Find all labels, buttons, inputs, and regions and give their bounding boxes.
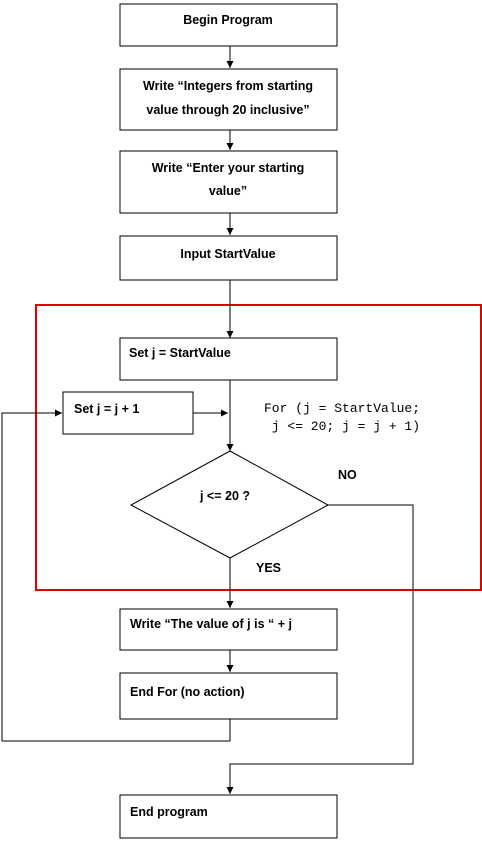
no-exit-path (226, 504, 414, 794)
write-title-label-1: Write “Integers from starting (143, 79, 313, 93)
condition-diamond (129, 450, 330, 559)
write-value-label: Write “The value of j is “ + j (130, 617, 292, 631)
write-prompt-box (119, 150, 338, 214)
input-label: Input StartValue (180, 247, 275, 261)
write-title-box (119, 68, 338, 131)
for-loop-frame (35, 304, 482, 591)
set-start-box (119, 337, 338, 381)
write-prompt-label-2: value” (209, 184, 247, 198)
end-program-box (119, 794, 338, 839)
no-label: NO (338, 468, 357, 482)
write-prompt-label-1: Write “Enter your starting (152, 161, 305, 175)
condition-label: j <= 20 ? (199, 489, 250, 503)
yes-label: YES (256, 561, 281, 575)
for-annotation-line-2: j <= 20; j = j + 1) (264, 419, 420, 434)
begin-program-label: Begin Program (183, 13, 273, 27)
write-title-label-2: value through 20 inclusive” (146, 103, 309, 117)
set-start-label: Set j = StartValue (129, 346, 231, 360)
increment-box (62, 391, 194, 435)
input-box (119, 235, 338, 281)
begin-program-box (119, 3, 338, 47)
loop-back-path (1, 409, 231, 742)
end-for-box (119, 672, 338, 720)
for-annotation-line-1: For (j = StartValue; (264, 401, 420, 416)
end-program-label: End program (130, 805, 208, 819)
write-value-box (119, 608, 338, 651)
end-for-label: End For (no action) (130, 685, 245, 699)
increment-label: Set j = j + 1 (74, 402, 139, 416)
